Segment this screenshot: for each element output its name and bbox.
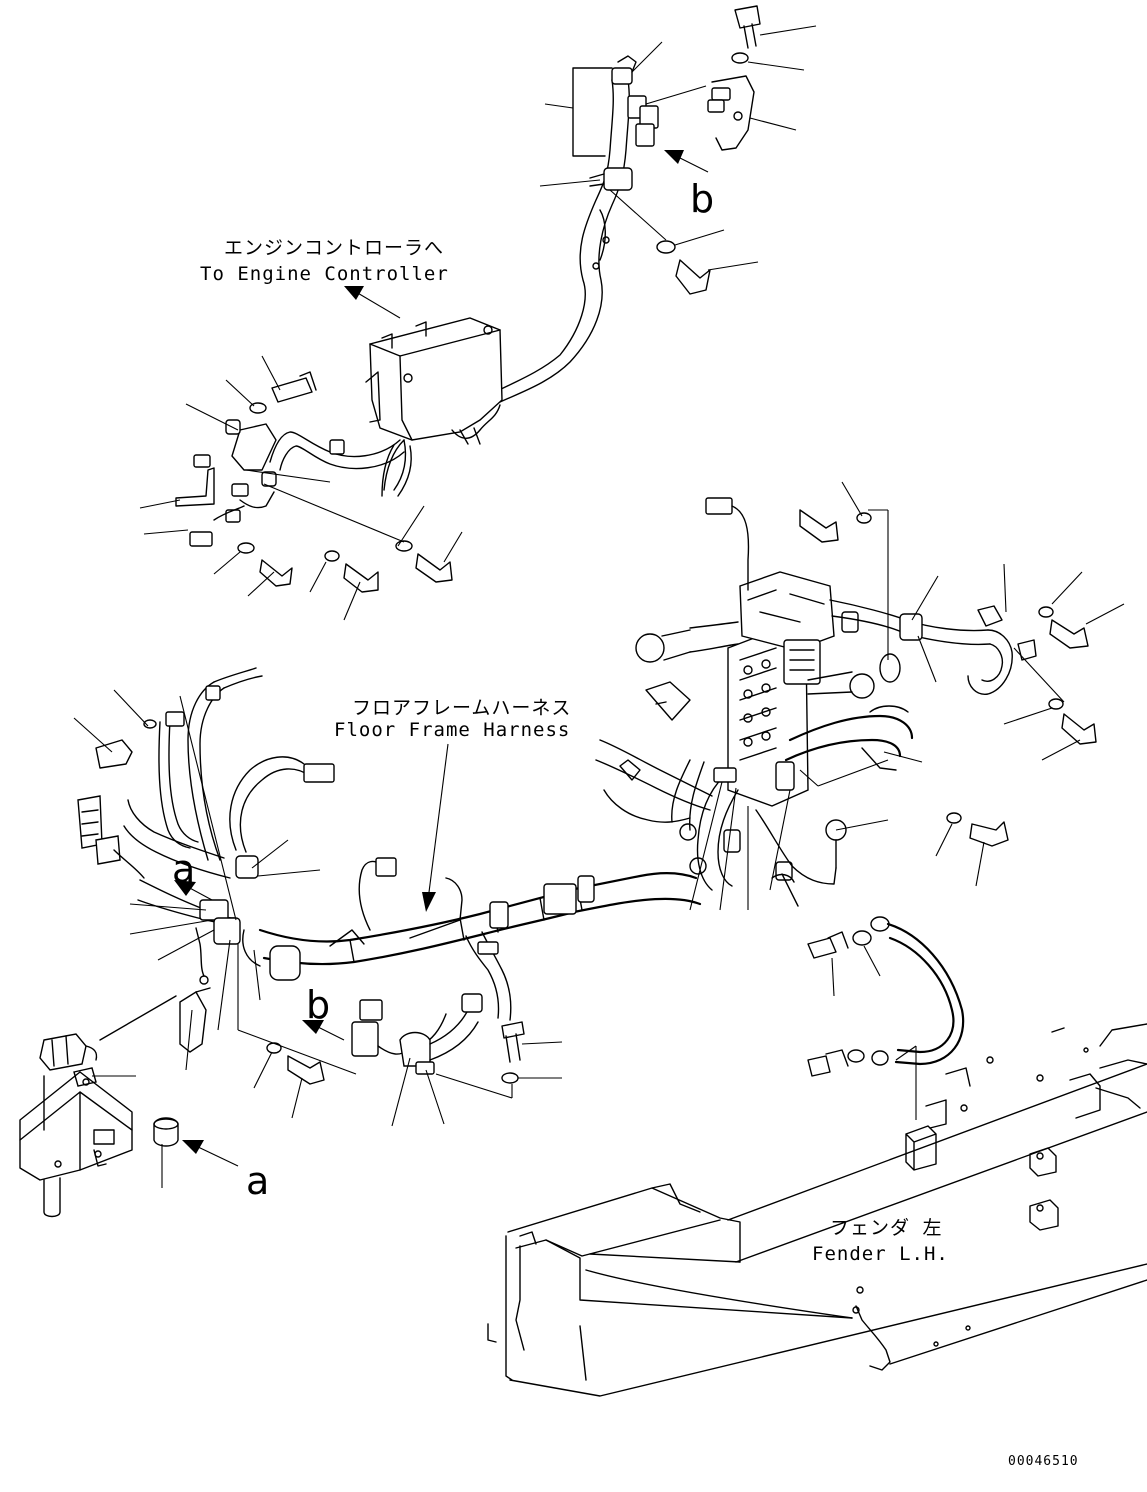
valve-block-assembly	[595, 497, 1037, 891]
engine-controller-label-jp: エンジンコントローラへ	[224, 237, 444, 259]
floor-frame-harness-label-en: Floor Frame Harness	[334, 719, 570, 741]
floor-frame-harness-label-jp: フロアフレームハーネス	[352, 697, 571, 719]
view-arrow-a-left: a	[172, 847, 213, 901]
fender-label-jp: フェンダ 左	[830, 1217, 942, 1239]
engine-controller-callout: エンジンコントローラへ To Engine Controller	[200, 237, 449, 319]
floor-frame-harness	[77, 667, 702, 1075]
view-mark-a-left: a	[172, 847, 195, 891]
fender-callout: フェンダ 左 Fender L.H.	[812, 1217, 949, 1265]
engine-controller-box	[365, 317, 503, 497]
left-upper-bracket-assembly	[175, 371, 453, 593]
floor-frame-harness-callout: フロアフレームハーネス Floor Frame Harness	[334, 697, 571, 912]
drawing-number: 00046510	[1008, 1454, 1079, 1469]
view-mark-a-bottom: a	[246, 1159, 269, 1203]
engine-controller-label-en: To Engine Controller	[200, 263, 449, 285]
leaders-bottom-left	[92, 1009, 563, 1188]
fender-label-en: Fender L.H.	[812, 1243, 949, 1265]
view-arrow-b-middle: b	[302, 983, 345, 1041]
ground-cable-assembly	[807, 916, 965, 1120]
view-arrow-b-top: b	[664, 150, 714, 221]
leaders-valve-block	[689, 481, 1125, 911]
view-mark-b-middle: b	[306, 983, 330, 1027]
leaders-left-upper	[139, 355, 463, 621]
bottom-left-sensor-assembly	[19, 987, 325, 1218]
leaders-top	[539, 25, 817, 271]
leaders-harness-left	[73, 689, 357, 1075]
view-mark-b-top: b	[690, 177, 714, 221]
fender-frame	[487, 1023, 1147, 1397]
top-harness-assembly	[494, 5, 761, 403]
view-arrow-a-bottom: a	[182, 1140, 269, 1203]
